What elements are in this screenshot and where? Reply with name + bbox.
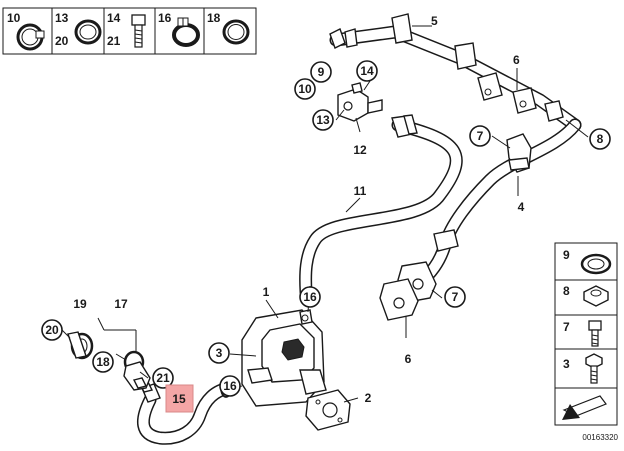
callout-4: 4: [518, 200, 525, 214]
flange-gasket: [512, 87, 537, 114]
kit-box-frame: [2, 7, 257, 55]
callout-11: 11: [354, 184, 367, 198]
callout-6-top: 6: [513, 53, 520, 67]
callout-20-circle: [41, 319, 63, 341]
legend-label-8: 8: [563, 284, 570, 298]
callout-16-top-circle: [299, 286, 321, 308]
callout-10: 10: [298, 82, 312, 96]
callout-17: 17: [114, 297, 128, 311]
kit-label-21: 21: [107, 34, 121, 48]
callout-15-highlight: [165, 384, 194, 413]
pipe-coupling: [433, 229, 459, 252]
legend-label-9: 9: [563, 248, 570, 262]
callout-7-bottom: 7: [452, 290, 459, 304]
callout-5: 5: [431, 14, 438, 28]
callout-8: 8: [597, 132, 604, 146]
callout-9: 9: [318, 65, 325, 79]
callout-10-circle: [294, 78, 316, 100]
callout-15: 15: [172, 392, 186, 406]
callout-6-bottom: 6: [405, 352, 412, 366]
egr-pipe-secondary: [379, 118, 582, 321]
egr-valve-body: [241, 309, 327, 407]
callout-16-bottom: 16: [223, 379, 237, 393]
direction-arrow-icon: [562, 395, 607, 420]
hose-clamp-icon: [172, 17, 200, 47]
callout-13: 13: [316, 113, 330, 127]
callout-1: 1: [263, 285, 270, 299]
callout-12: 12: [353, 143, 367, 157]
legend-label-7: 7: [563, 320, 570, 334]
manifold-bracket: [391, 13, 413, 44]
kit-label-16: 16: [158, 11, 172, 25]
kit-box: 10 13 20 14 21 16: [2, 7, 257, 55]
side-legend: 9 8 7 3: [554, 242, 618, 426]
vacuum-valve: [337, 82, 383, 122]
callout-16-top: 16: [303, 290, 317, 304]
o-ring-icon: [222, 19, 250, 45]
washer-icon: [580, 253, 612, 275]
clamp-icon: [16, 23, 45, 51]
callout-7-bottom-circle: [444, 286, 466, 308]
kit-label-20: 20: [55, 34, 69, 48]
callout-8-circle: [589, 128, 611, 150]
hose-connector-assembly: [67, 331, 151, 391]
gasket-ring-icon: [74, 19, 102, 45]
callout-14: 14: [360, 64, 374, 78]
legend-label-3: 3: [563, 357, 570, 371]
callout-3: 3: [216, 346, 223, 360]
manifold-flange: [477, 72, 503, 101]
bolt-icon: [131, 14, 146, 48]
hex-bolt-icon: [585, 353, 603, 384]
callout-13-circle: [312, 109, 334, 131]
callout-7-top: 7: [477, 129, 484, 143]
callout-9-circle: [310, 61, 332, 83]
callout-3-circle: [208, 342, 230, 364]
callout-18: 18: [96, 355, 110, 369]
reference-number: 00163320: [582, 433, 618, 442]
bolt-icon: [588, 320, 602, 347]
callouts: 5 6 9 14 10 13 12 7 8 4 11 7 6 1 16 3 16…: [41, 14, 611, 413]
callout-20: 20: [45, 323, 59, 337]
callout-16-bottom-circle: [219, 375, 241, 397]
exhaust-manifold-pipe: [329, 13, 582, 132]
callout-7-top-circle: [469, 125, 491, 147]
callout-21: 21: [156, 371, 170, 385]
kit-label-14: 14: [107, 11, 121, 25]
egr-pipe-main: [299, 114, 463, 299]
callout-2: 2: [365, 391, 372, 405]
valve-gasket: [305, 389, 351, 431]
side-legend-frame: [554, 242, 618, 426]
callout-14-circle: [356, 60, 378, 82]
kit-label-18: 18: [207, 11, 221, 25]
nut-icon: [583, 285, 609, 307]
callout-21-circle: [152, 367, 174, 389]
kit-label-10: 10: [7, 11, 21, 25]
callout-18-circle: [92, 351, 114, 373]
kit-label-13: 13: [55, 11, 69, 25]
callout-19: 19: [73, 297, 87, 311]
